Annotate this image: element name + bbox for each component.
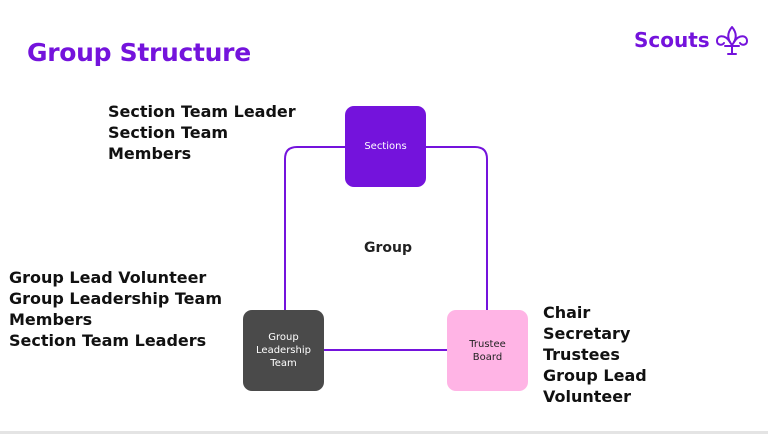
trustee-node-label: Trustee Board [469,338,506,364]
trustee-node-label-line: Trustee [469,338,506,350]
leadership-node-label: Group Leadership Team [256,331,311,370]
connector-sections-trustee [426,146,488,310]
connector-sections-leadership [284,146,345,310]
trustee-board-node: Trustee Board [447,310,528,391]
sections-node: Sections [345,106,426,187]
sections-role-line: Section Team Leader [108,102,296,121]
footer-divider [0,431,768,434]
leadership-roles: Group Lead Volunteer Group Leadership Te… [9,267,222,351]
sections-role-line: Section Team [108,123,229,142]
slide-title: Group Structure [27,38,251,67]
group-leadership-team-node: Group Leadership Team [243,310,324,391]
trustee-role-line: Secretary [543,324,631,343]
trustee-role-line: Volunteer [543,387,632,406]
sections-node-label: Sections [364,141,407,152]
trustee-role-line: Trustees [543,345,620,364]
sections-roles: Section Team Leader Section Team Members [108,101,296,164]
group-label: Group [364,240,413,256]
leadership-node-label-line: Team [270,358,297,369]
trustee-role-line: Group Lead [543,366,647,385]
trustee-node-label-line: Board [472,351,503,363]
leadership-node-label-line: Group [268,332,299,343]
leadership-node-label-line: Leadership [256,345,311,356]
trustee-roles: Chair Secretary Trustees Group Lead Volu… [543,302,647,407]
leadership-role-line: Members [9,310,93,329]
trustee-role-line: Chair [543,303,591,322]
logo-text: Scouts [634,28,710,52]
scouts-logo: Scouts [634,24,750,56]
leadership-role-line: Group Lead Volunteer [9,268,207,287]
sections-role-line: Members [108,144,192,163]
fleur-de-lis-icon [715,26,748,55]
leadership-role-line: Section Team Leaders [9,331,207,350]
leadership-role-line: Group Leadership Team [9,289,222,308]
